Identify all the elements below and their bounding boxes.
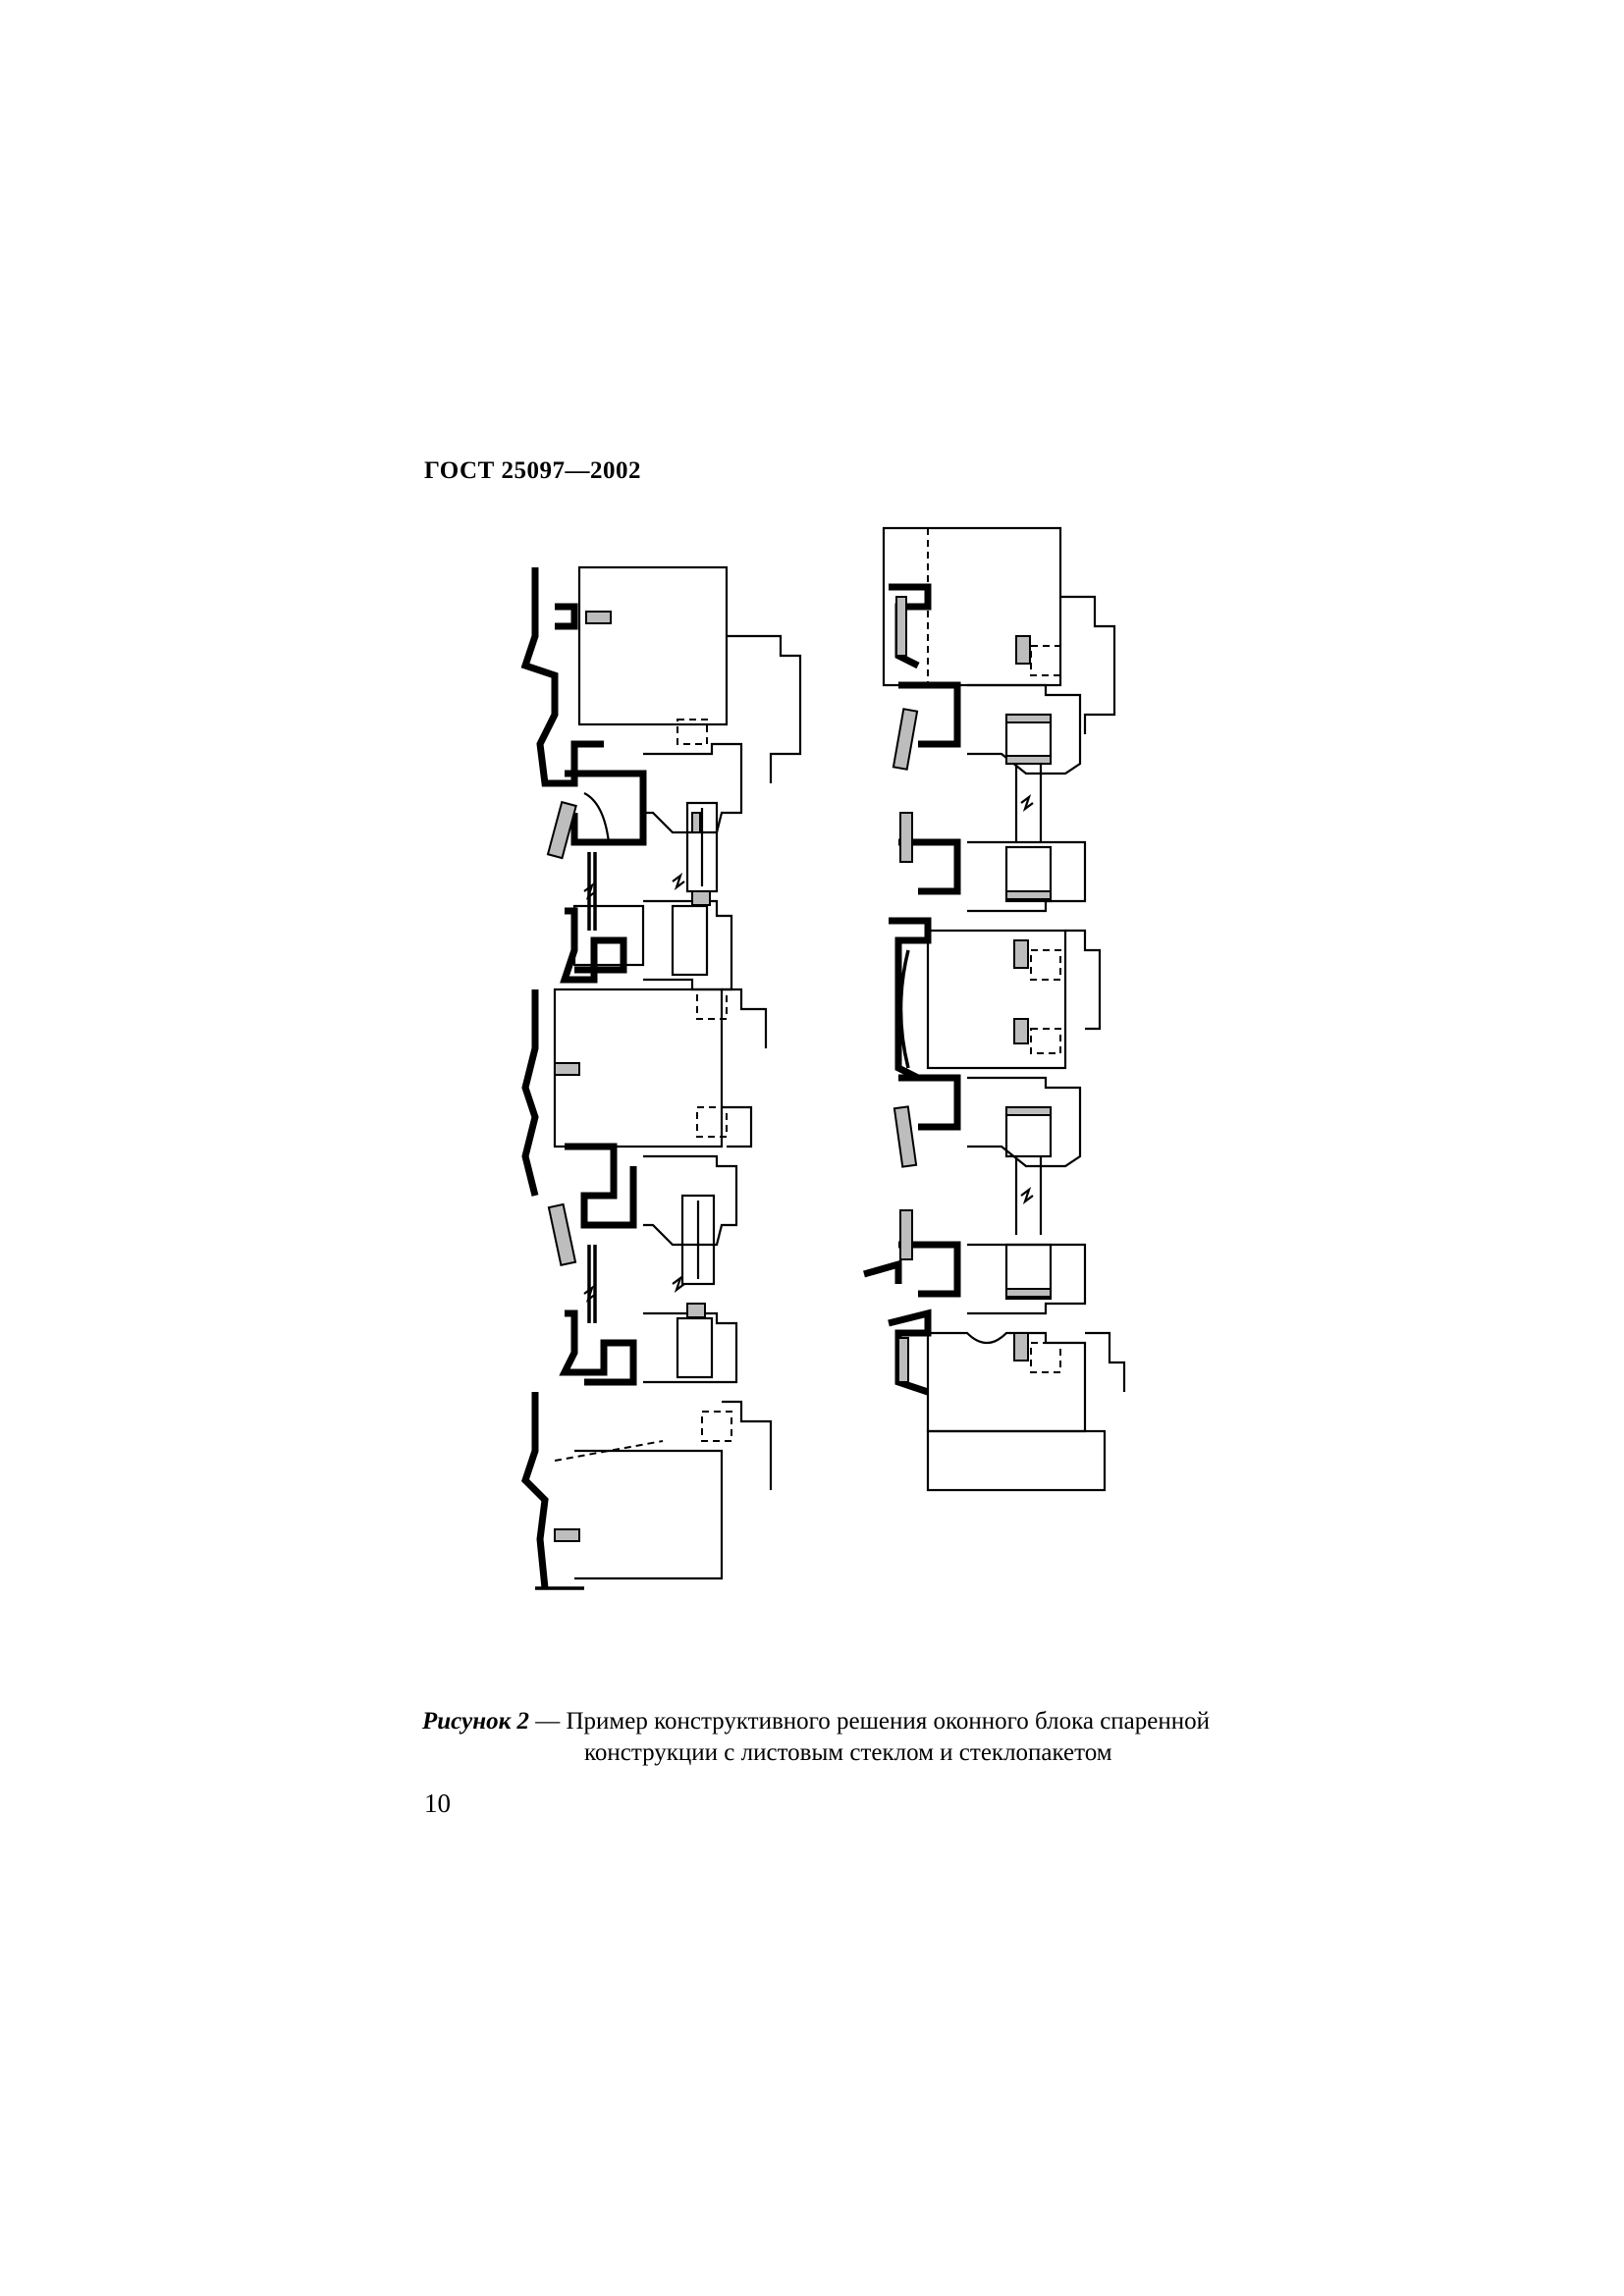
caption-dash: — (529, 1708, 567, 1735)
window-section-drawing (520, 526, 1126, 1590)
left-section (520, 565, 802, 1590)
right-section (863, 526, 1126, 1492)
figure-2-drawing (496, 518, 1242, 1696)
caption-figure-label: Рисунок 2 (422, 1708, 529, 1735)
caption-line-2: конструкции с листовым стеклом и стеклоп… (584, 1739, 1112, 1766)
standard-header: ГОСТ 25097—2002 (424, 457, 642, 484)
page-number: 10 (424, 1789, 451, 1818)
caption-line-1: Пример конструктивного решения оконного … (566, 1708, 1211, 1735)
figure-caption: Рисунок 2 — Пример конструктивного решен… (422, 1706, 1326, 1769)
